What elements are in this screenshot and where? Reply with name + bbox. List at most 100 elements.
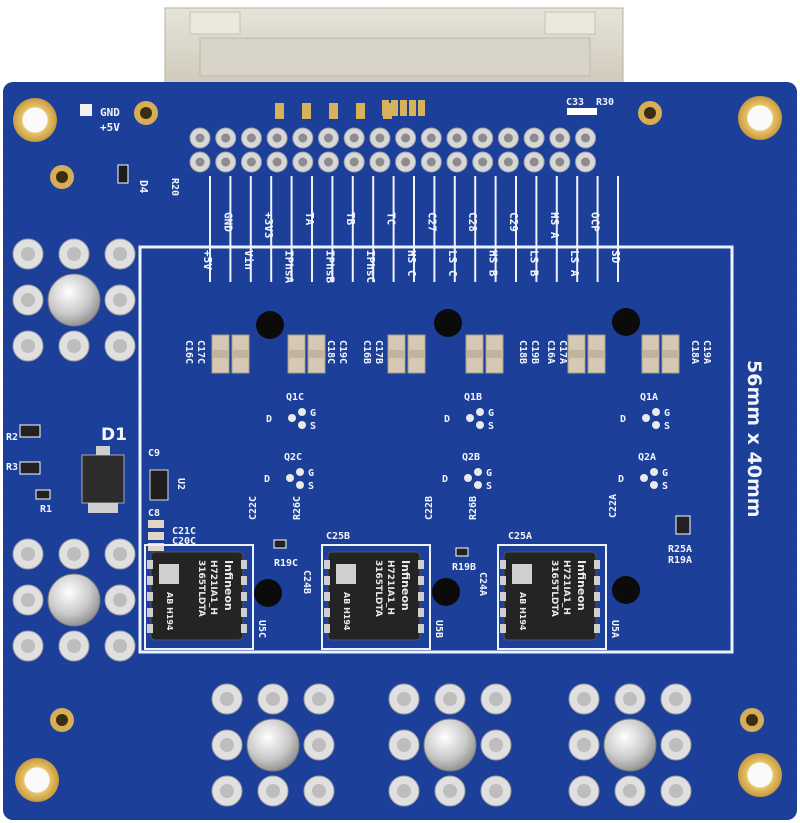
- terminal-pad-hole: [266, 692, 280, 706]
- label-c8: C8: [148, 508, 160, 519]
- d4-diode: [117, 164, 129, 184]
- ic-pin: [241, 592, 247, 601]
- pin-label-g: G: [662, 468, 668, 479]
- header-pin-center: [375, 157, 385, 167]
- header-label: TB: [344, 212, 357, 226]
- ic-code3: AB H194: [165, 592, 174, 631]
- terminal-pad-hole: [220, 692, 234, 706]
- header-pin-center: [401, 157, 411, 167]
- power-terminals: [12, 238, 692, 807]
- ic-code2: 3165TLDTA: [196, 560, 206, 617]
- ic-pin: [594, 592, 600, 601]
- header-label: IPhsC: [364, 250, 377, 283]
- transistor-label: Q2C: [284, 452, 302, 463]
- capacitor-band: [466, 350, 483, 358]
- tooling-hole: [434, 309, 462, 337]
- capacitor-band: [288, 350, 305, 358]
- header-pin-center: [324, 157, 333, 167]
- header-pin-center: [581, 133, 590, 143]
- capacitor-label: C18B: [517, 340, 528, 364]
- header-pin-center: [452, 157, 462, 167]
- header-label: C29: [507, 212, 520, 232]
- pin-dot: [474, 481, 482, 489]
- ic-pin: [147, 624, 153, 633]
- tooling-hole: [256, 311, 284, 339]
- header-label: Vin: [242, 250, 255, 270]
- ic-code1: H721IA1_H: [385, 560, 395, 615]
- header-pin-center: [246, 157, 256, 167]
- ic-pin: [594, 608, 600, 617]
- pin-dot: [652, 408, 660, 416]
- terminal-pad-hole: [312, 738, 326, 752]
- label-u2: U2: [175, 478, 186, 490]
- terminal-bolt: [246, 718, 300, 772]
- header-pin-center: [529, 157, 539, 167]
- terminal-pad-hole: [21, 247, 35, 261]
- pin-dot: [286, 474, 294, 482]
- label-gnd: GND: [100, 106, 120, 119]
- header-label: TA: [303, 212, 316, 226]
- header-pin-center: [555, 133, 565, 143]
- header-pin-center: [555, 157, 565, 167]
- header-pin-center: [246, 133, 256, 143]
- header-label: +5V: [201, 250, 214, 270]
- capacitor-label: C19C: [337, 340, 348, 364]
- pin-label-g: G: [664, 408, 670, 419]
- ic-code1: H721IA1_H: [208, 560, 218, 615]
- capacitor-label: C19B: [529, 340, 540, 364]
- terminal-pad-hole: [577, 692, 591, 706]
- ic-pin: [594, 576, 600, 585]
- ic-pin: [147, 592, 153, 601]
- ic-pin: [324, 576, 330, 585]
- terminal-pad-hole: [113, 547, 127, 561]
- mounting-hole: [738, 753, 782, 797]
- ic-brand: Infineon: [222, 560, 235, 611]
- terminal-pad-hole: [669, 784, 683, 798]
- via-hole: [746, 714, 758, 726]
- ic-pin: [500, 576, 506, 585]
- terminal-pad-hole: [113, 293, 127, 307]
- via-hole: [56, 171, 68, 183]
- header-pin-center: [478, 157, 488, 167]
- header-pin-center: [426, 157, 436, 167]
- header-label: GND: [221, 212, 234, 232]
- header-silk-lines: [209, 100, 619, 282]
- capacitor-label: C17A: [557, 340, 568, 364]
- terminal-pad-hole: [67, 547, 81, 561]
- label-c24b: C24B: [301, 570, 312, 594]
- label-r25a: R25A: [668, 544, 692, 555]
- smd-resistor: [356, 103, 365, 119]
- capacitor-label: C17C: [195, 340, 206, 364]
- pin-label-s: S: [310, 421, 316, 432]
- header-pin-center: [272, 157, 282, 167]
- capacitor-label: C16C: [183, 340, 194, 364]
- header-label: SD: [609, 250, 622, 264]
- header-pin-center: [195, 133, 205, 143]
- pin-dot: [642, 414, 650, 422]
- header-pin-center: [503, 133, 513, 143]
- header-pin-center: [401, 133, 411, 143]
- tooling-hole: [612, 308, 640, 336]
- label-r19b: R19B: [452, 562, 476, 573]
- ic-pin: [418, 592, 424, 601]
- capacitor-band: [662, 350, 679, 358]
- terminal-pad-hole: [220, 738, 234, 752]
- capacitor-groups: [211, 334, 680, 374]
- capacitor-band: [408, 350, 425, 358]
- ic-pin: [418, 576, 424, 585]
- pin-dot: [650, 468, 658, 476]
- ic-pin: [147, 608, 153, 617]
- header-label: TC: [385, 212, 398, 225]
- ic-silk-outline: [144, 544, 254, 650]
- label-r19c: R19C: [274, 558, 298, 569]
- header-pin-center: [298, 157, 308, 167]
- ic-pin: [500, 560, 506, 569]
- smd-resistor: [329, 103, 338, 119]
- header-pin-center: [452, 133, 462, 143]
- terminal-bolt: [423, 718, 477, 772]
- terminal-cluster-top-left: [12, 238, 136, 362]
- header-label: HS B: [487, 250, 500, 277]
- pin-label-d: D: [442, 474, 448, 485]
- terminal-pad-hole: [577, 784, 591, 798]
